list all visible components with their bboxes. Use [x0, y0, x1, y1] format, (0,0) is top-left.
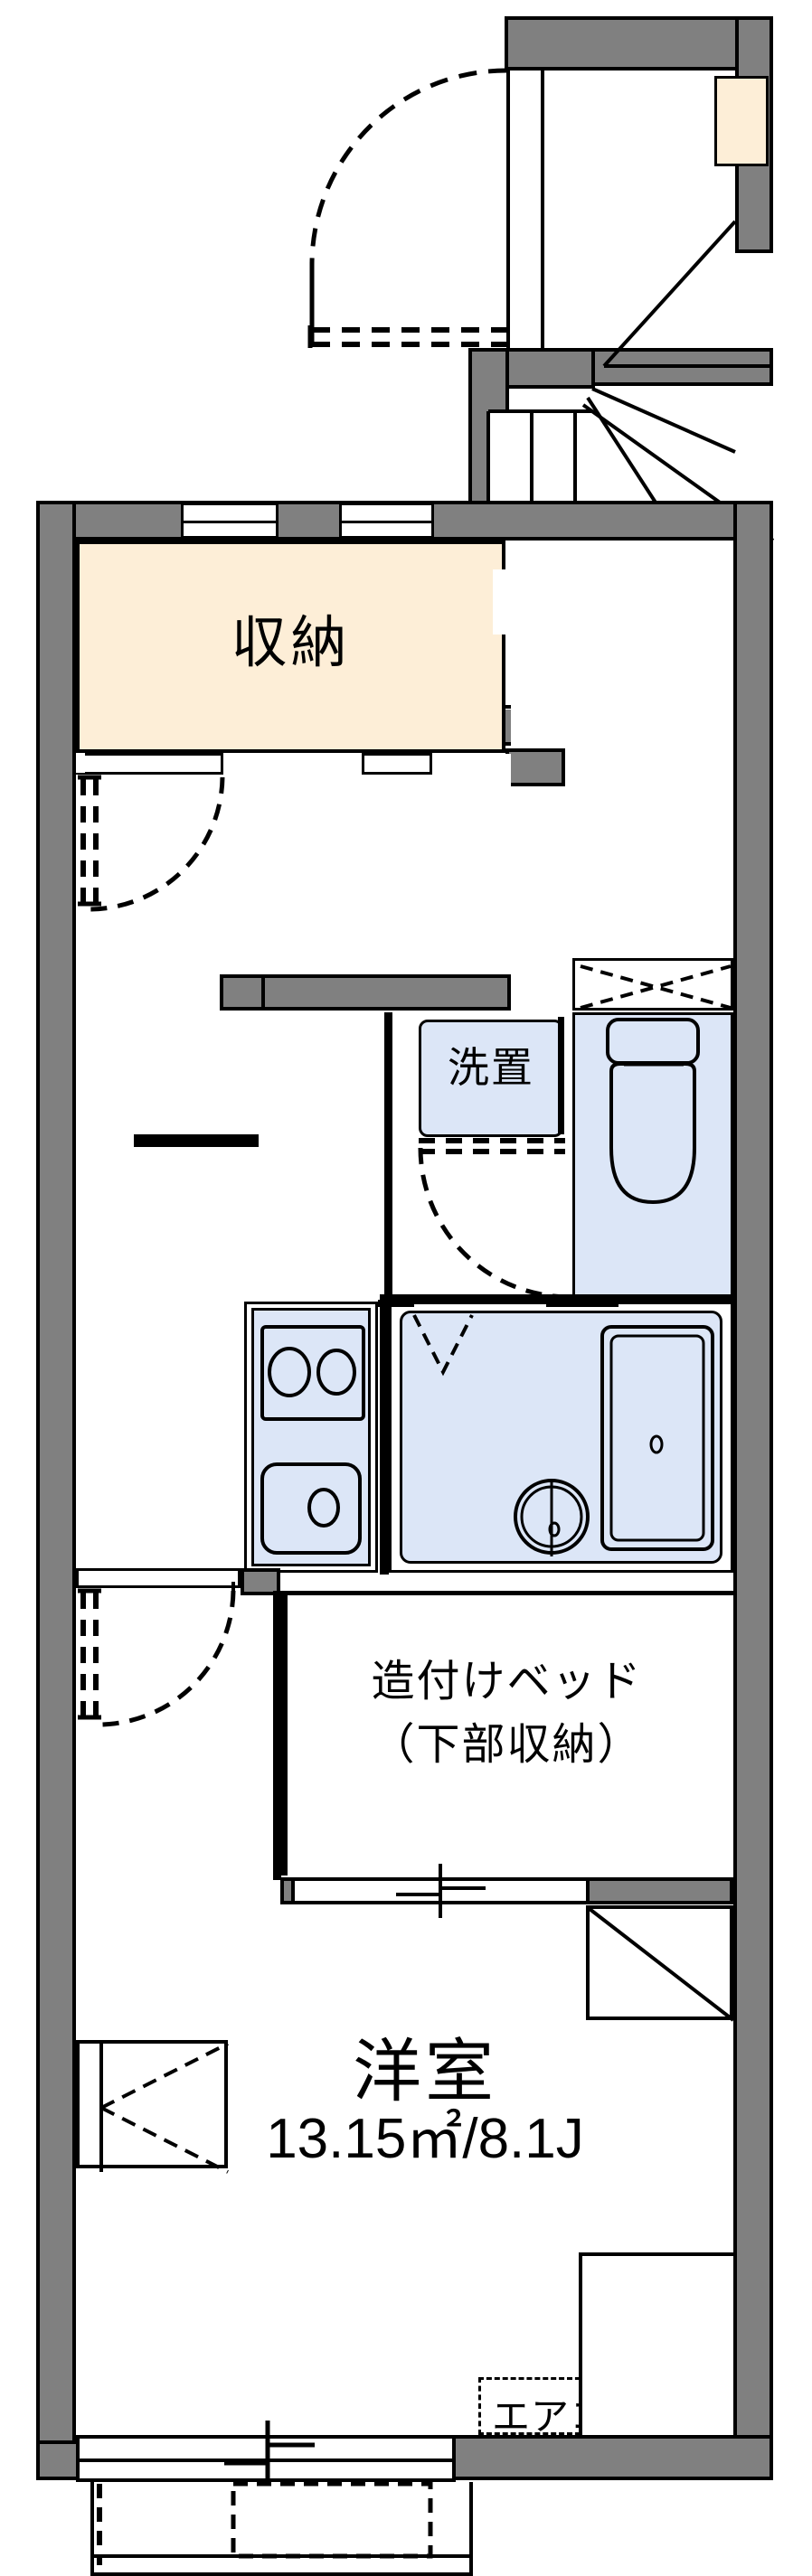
washroom-left-line: [386, 1012, 392, 1302]
bath-top-wall-right: [546, 1300, 618, 1307]
sliding-door-icon-balcony: [76, 2435, 456, 2482]
spacer-l: [76, 753, 85, 773]
closet-door-gap-left: [76, 753, 223, 775]
main-room-label: 洋室: [353, 2034, 497, 2111]
window-icon-top-1: [181, 503, 279, 539]
upper-hall-line-left: [506, 71, 510, 348]
unit-bath-inner: [400, 1311, 722, 1564]
storage-closet: [76, 541, 505, 753]
washroom-right-line: [558, 1017, 564, 1134]
left-door-header: [76, 1568, 241, 1588]
upper-hall-line-right: [541, 71, 544, 348]
washing-machine-space: [419, 1020, 563, 1137]
room-closet: [76, 2040, 229, 2174]
stair-bottom-wall: [235, 974, 511, 1011]
bed-door-jamb-right: [586, 1877, 733, 1904]
builtin-bed-label-2: （下部収納）: [371, 1721, 643, 1769]
main-right-wall: [733, 501, 773, 2480]
main-left-wall: [36, 501, 76, 2480]
main-stair-upper: [511, 541, 733, 902]
storage-gap: [493, 569, 507, 635]
room-closet-door-icon: [99, 2042, 229, 2174]
toilet-window-cross: [580, 964, 732, 1010]
stair-newel-wall: [505, 748, 565, 786]
storage-label: 収納: [231, 612, 351, 674]
corner-closet-diagonal: [588, 1907, 735, 2022]
builtin-bed: [280, 1591, 733, 1876]
toilet-window-icon: [572, 958, 733, 1011]
washer-label: 洗置: [448, 1044, 534, 1091]
aircon-alcove: [579, 2252, 733, 2440]
main-room-area-label: 13.15㎡/8.1J: [266, 2108, 584, 2170]
bed-wall-corner: [241, 1568, 280, 1595]
corner-closet: [586, 1905, 735, 2022]
builtin-bed-label-1: 造付けベッド: [371, 1658, 643, 1706]
staircase-run: [235, 754, 511, 989]
bath-left-line: [380, 1294, 389, 1575]
corridor-stub-wall: [134, 1134, 259, 1147]
upper-top-wall: [505, 16, 773, 71]
bottom-right-wall: [452, 2435, 773, 2480]
sliding-door-icon-bed: [291, 1877, 590, 1904]
toilet-room: [572, 1012, 733, 1300]
bed-left-wall-line: [273, 1591, 281, 1880]
upper-shoe-box: [714, 76, 769, 166]
closet-door-gap-mid: [362, 753, 432, 775]
kitchen-counter-inner: [251, 1308, 371, 1566]
stair-bottom-wall-left: [220, 974, 265, 1011]
bath-top-line: [380, 1294, 734, 1302]
window-icon-top-2: [339, 503, 434, 539]
balcony: [90, 2482, 473, 2576]
